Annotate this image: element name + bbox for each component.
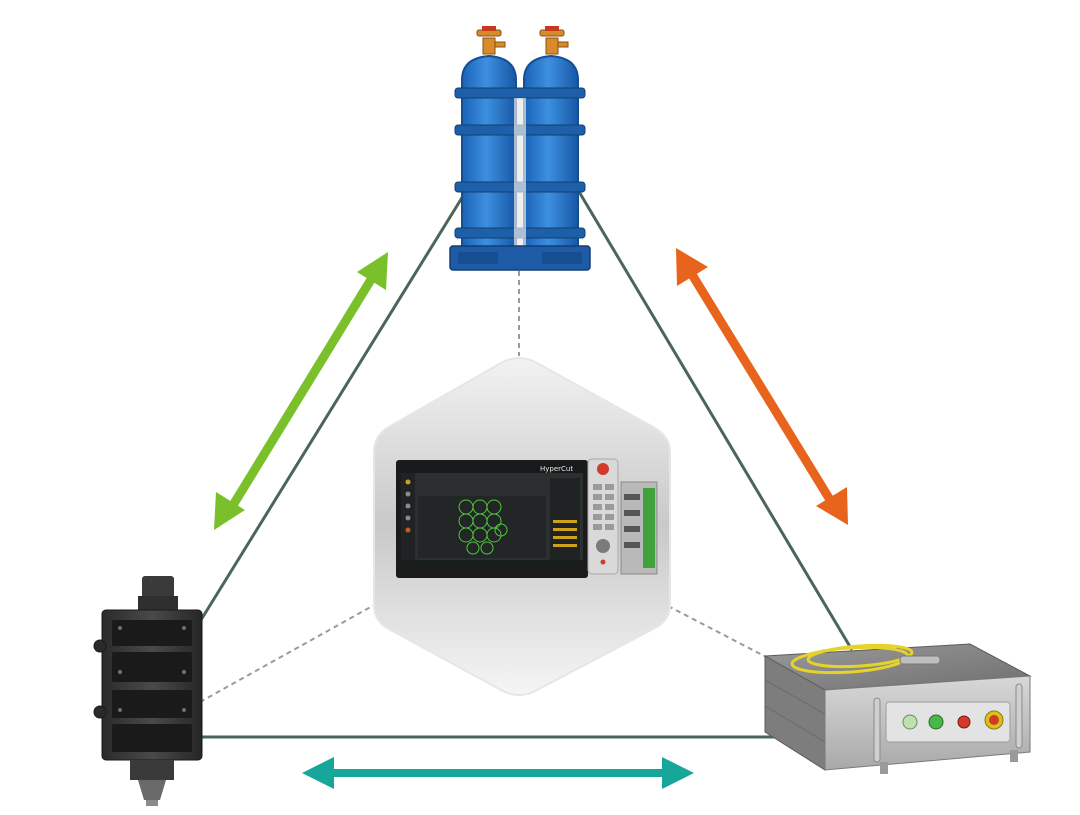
dashed-link-right <box>667 605 773 661</box>
fiber-laser-source-icon <box>763 643 1032 774</box>
right-double-arrow <box>676 248 848 525</box>
laser-cutting-head-icon <box>93 576 203 806</box>
bottom-double-arrow <box>302 757 694 789</box>
cnc-controller-icon: HyperCut <box>373 356 671 697</box>
controller-brand-label: HyperCut <box>540 465 573 473</box>
connection-line-top-right <box>576 189 854 651</box>
gas-cylinders-icon <box>449 26 591 271</box>
left-double-arrow <box>214 252 388 530</box>
dashed-link-left <box>199 603 377 703</box>
connection-line-top-left <box>194 187 470 629</box>
